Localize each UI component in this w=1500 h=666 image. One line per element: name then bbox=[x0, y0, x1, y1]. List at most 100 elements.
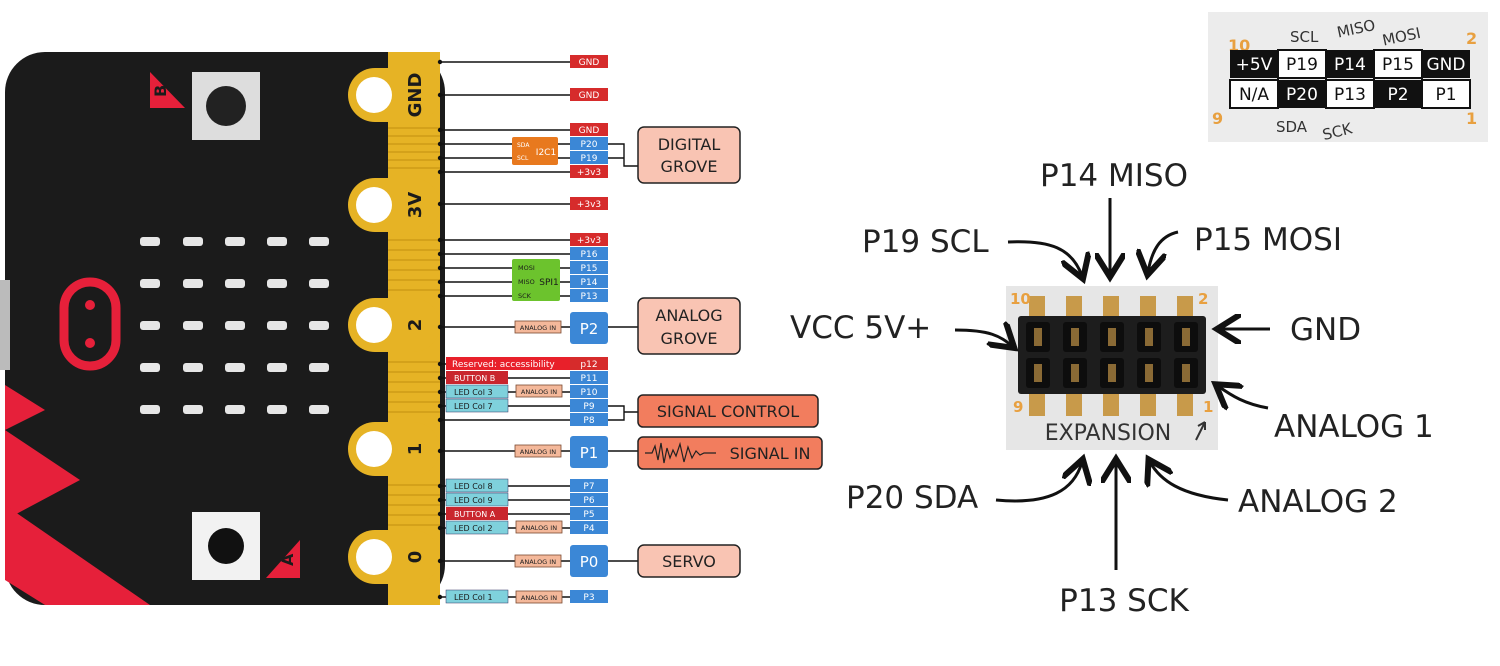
spi-block bbox=[512, 259, 560, 301]
red-corner-shape bbox=[5, 505, 150, 605]
group-boxes: DIGITAL GROVE ANALOG GROVE SIGNAL CONTRO… bbox=[637, 126, 823, 578]
pin-tag bbox=[570, 247, 608, 260]
pad-label-3v: 3V bbox=[405, 192, 426, 219]
analog-in-tag bbox=[515, 384, 563, 398]
label-cell bbox=[1422, 50, 1470, 78]
board-side-connector bbox=[0, 280, 10, 370]
label-cell-text: P20 bbox=[1286, 85, 1318, 105]
pad-hole bbox=[356, 187, 392, 223]
pad-label-gnd: GND bbox=[405, 73, 426, 118]
spi-sck-label: SCK bbox=[518, 292, 532, 300]
red-corner-shape bbox=[5, 385, 45, 430]
waveform-icon bbox=[645, 441, 716, 464]
led-tag-label: LED Col 2 bbox=[454, 524, 493, 533]
i2c-label: I2C1 bbox=[536, 148, 556, 158]
arrow-sda bbox=[995, 462, 1082, 503]
label-cell-text: GND bbox=[1427, 55, 1466, 75]
label-cell-text: P15 bbox=[1382, 55, 1414, 75]
pin-tag-label: +3v3 bbox=[577, 168, 601, 178]
label-cell bbox=[1421, 79, 1471, 109]
pin-tag bbox=[570, 399, 608, 412]
analog-grove-box bbox=[637, 297, 741, 355]
label-cell bbox=[1373, 49, 1423, 79]
button-b-cap bbox=[206, 86, 246, 126]
digital-grove-line2: GROVE bbox=[661, 157, 718, 176]
pin-tag-large bbox=[570, 312, 608, 344]
button-b-tag-label: BUTTON B bbox=[454, 374, 495, 383]
label-corner-9: 9 bbox=[1212, 109, 1223, 128]
arrow-analog2 bbox=[1150, 462, 1229, 502]
board-body bbox=[5, 52, 445, 605]
button-a-label: A bbox=[278, 553, 297, 566]
led-tag-label: LED Col 8 bbox=[454, 482, 493, 491]
analog-in-label: ANALOG IN bbox=[521, 388, 557, 396]
pin-tag-label: P19 bbox=[581, 154, 598, 164]
led-tag bbox=[445, 520, 509, 535]
touch-logo-dot bbox=[85, 300, 95, 310]
pin-tag-label: P11 bbox=[581, 374, 598, 384]
label-cell bbox=[1278, 80, 1326, 108]
arrow-vcc bbox=[954, 330, 1012, 346]
pin-tag bbox=[570, 493, 608, 506]
pin-tag-label: P1 bbox=[580, 444, 599, 462]
servo-box bbox=[637, 544, 741, 578]
pad-label-2: 2 bbox=[405, 319, 426, 332]
analog-in-tag bbox=[515, 590, 563, 604]
analog-in-label: ANALOG IN bbox=[520, 324, 556, 332]
pin-tag bbox=[570, 261, 608, 274]
callout-analog1: ANALOG 1 bbox=[1274, 409, 1434, 445]
pad-label-0: 0 bbox=[405, 551, 426, 564]
microbit-board: GND 3V 2 1 0 B A bbox=[0, 52, 445, 605]
function-tags: SDA SCL I2C1 MOSI MISO SCK SPI1 ANALOG I… bbox=[445, 137, 570, 604]
label-cell-text: P13 bbox=[1334, 85, 1366, 105]
group-connectors bbox=[608, 143, 638, 562]
analog-in-tag bbox=[515, 520, 563, 534]
digital-grove-line1: DIGITAL bbox=[658, 135, 721, 154]
arrow-analog1 bbox=[1218, 386, 1269, 408]
analog-in-label: ANALOG IN bbox=[520, 448, 556, 456]
pin-tag-label: P3 bbox=[583, 593, 594, 603]
reserved-tag bbox=[446, 357, 570, 370]
header-corner-1: 1 bbox=[1203, 398, 1213, 416]
button-b-label: B bbox=[151, 85, 170, 97]
label-cell bbox=[1326, 50, 1374, 78]
label-corner-2: 2 bbox=[1466, 29, 1477, 48]
analog-grove-line1: ANALOG bbox=[655, 306, 722, 325]
pin-tag-label: P8 bbox=[583, 416, 594, 426]
button-a-marker bbox=[266, 540, 300, 578]
reserved-label: Reserved: accessibility bbox=[452, 360, 555, 370]
led-tag bbox=[445, 589, 509, 604]
i2c-sda-label: SDA bbox=[517, 142, 530, 149]
label-top-scl: SCL bbox=[1290, 28, 1319, 46]
expansion-title: EXPANSION bbox=[1045, 421, 1172, 446]
label-cell bbox=[1230, 50, 1278, 78]
signal-in-label: SIGNAL IN bbox=[730, 444, 811, 463]
pin-tag-label: GND bbox=[579, 91, 600, 101]
pin-tag-large bbox=[570, 545, 608, 577]
pin-tag bbox=[570, 233, 608, 246]
pin-tag-label: P5 bbox=[583, 510, 594, 520]
pin-tag bbox=[570, 165, 608, 178]
callout-vcc: VCC 5V+ bbox=[790, 310, 931, 346]
led-tag-label: LED Col 9 bbox=[454, 496, 493, 505]
pin-tag bbox=[570, 197, 608, 210]
led-tag-label: LED Col 3 bbox=[454, 388, 493, 397]
arrow-mosi bbox=[1148, 230, 1179, 272]
header-corner-2: 2 bbox=[1198, 290, 1208, 308]
pin-tag-label: +3v3 bbox=[577, 200, 601, 210]
analog-in-label: ANALOG IN bbox=[521, 524, 557, 532]
led-tag-label: LED Col 7 bbox=[454, 402, 493, 411]
signal-control-label: SIGNAL CONTROL bbox=[657, 402, 799, 421]
pin-tag bbox=[570, 151, 608, 164]
button-b-tag bbox=[446, 371, 508, 384]
led-matrix bbox=[140, 237, 329, 414]
pin-tag-label: P20 bbox=[581, 140, 598, 150]
callout-arrows bbox=[954, 198, 1270, 570]
callout-sda: P20 SDA bbox=[846, 480, 978, 516]
pad-label-1: 1 bbox=[405, 443, 426, 456]
pad-hole bbox=[356, 431, 392, 467]
servo-label: SERVO bbox=[662, 552, 716, 571]
pin-tag bbox=[570, 371, 608, 384]
led-tag bbox=[445, 478, 509, 493]
